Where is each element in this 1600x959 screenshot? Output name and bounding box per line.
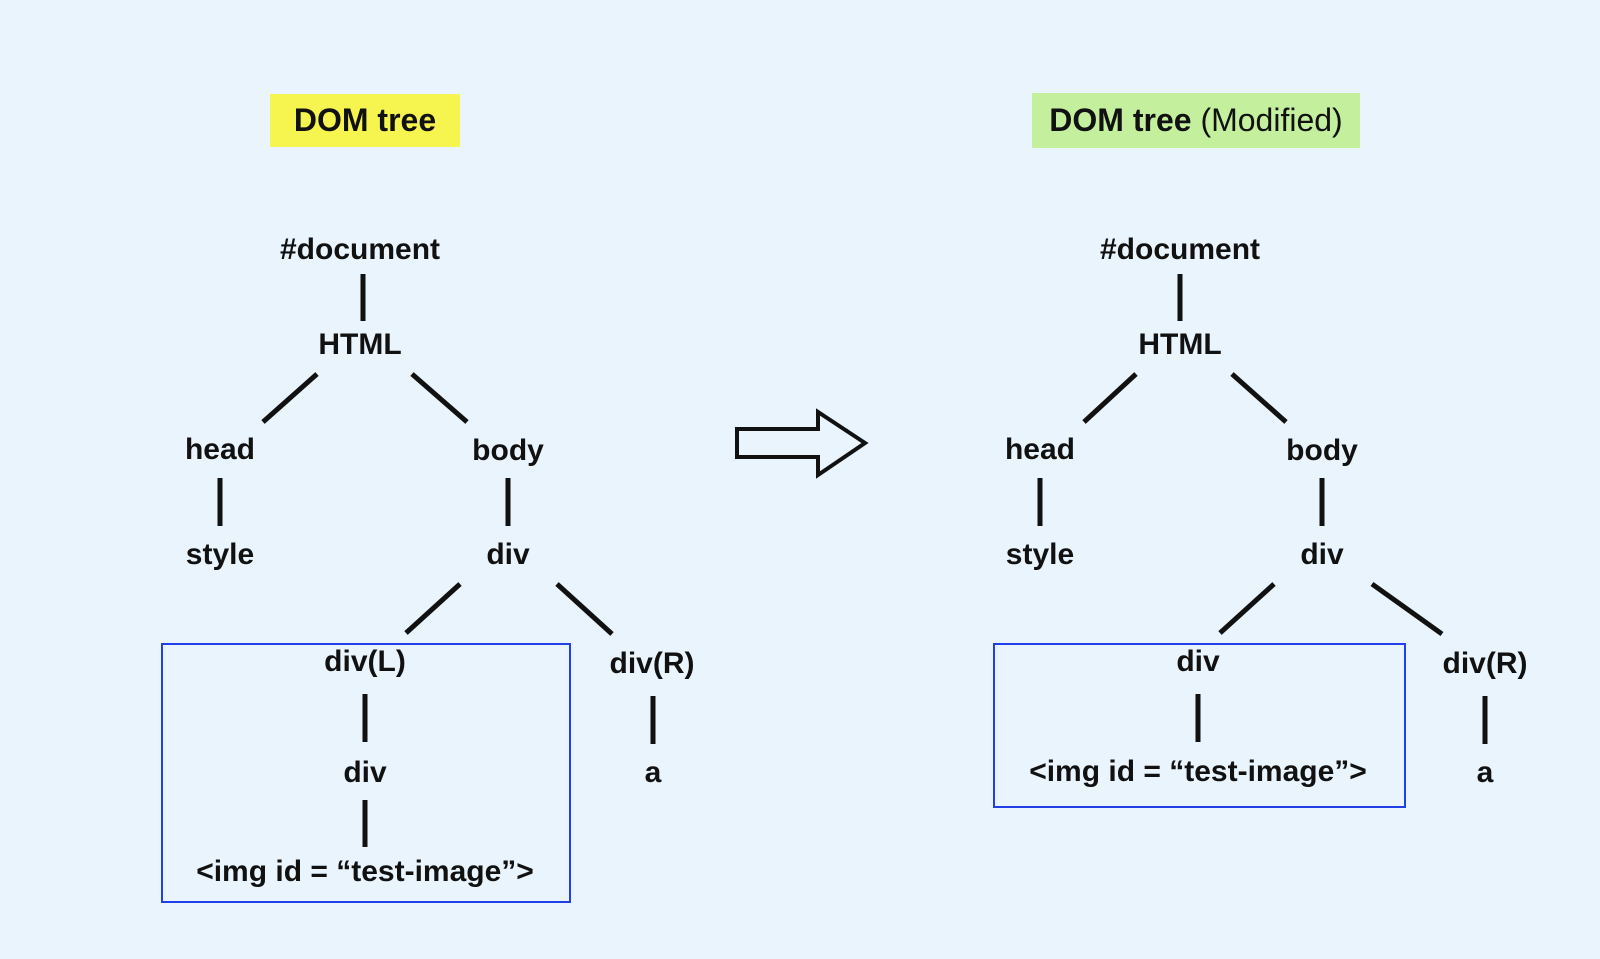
edge-left-html-head (261, 372, 319, 424)
left-node-div-r: div(R) (609, 647, 695, 680)
edge-left-html-body (410, 372, 469, 424)
left-node-div-inner: div (343, 756, 387, 789)
left-node-img: <img id = “test-image”> (196, 855, 534, 888)
right-node-document: #document (1099, 233, 1261, 266)
right-node-html: HTML (1138, 328, 1222, 361)
title-left-text: DOM tree (293, 102, 437, 138)
title-right-suffix: (Modified) (1191, 102, 1343, 138)
left-node-a: a (644, 756, 662, 789)
edge-left-div-divr (555, 582, 614, 636)
transform-arrow-icon (735, 408, 869, 479)
edge-right-html-head (1082, 372, 1138, 424)
left-node-div-l: div(L) (324, 645, 406, 678)
title-right-text: DOM tree (1049, 102, 1192, 138)
title-left: DOM tree (270, 94, 460, 147)
right-node-div-boxed: div (1176, 645, 1220, 678)
right-node-img: <img id = “test-image”> (1029, 755, 1367, 788)
right-node-body: body (1286, 434, 1358, 467)
right-node-style: style (1005, 538, 1075, 571)
title-right: DOM tree (Modified) (1032, 93, 1360, 148)
left-node-document: #document (279, 233, 441, 266)
right-node-div-r: div(R) (1442, 647, 1528, 680)
left-node-div: div (486, 538, 530, 571)
right-node-a: a (1476, 756, 1494, 789)
highlight-box-left (161, 643, 571, 903)
edge-right-div-divr (1370, 581, 1444, 637)
right-node-head: head (1004, 433, 1076, 466)
edge-right-div-divboxed (1218, 582, 1276, 635)
edge-right-html-body (1230, 372, 1288, 424)
edge-left-div-divl (404, 582, 462, 635)
left-node-head: head (184, 433, 256, 466)
highlight-box-right (993, 643, 1406, 808)
left-node-html: HTML (318, 328, 402, 361)
left-node-style: style (185, 538, 255, 571)
right-node-div: div (1300, 538, 1344, 571)
left-node-body: body (472, 434, 544, 467)
